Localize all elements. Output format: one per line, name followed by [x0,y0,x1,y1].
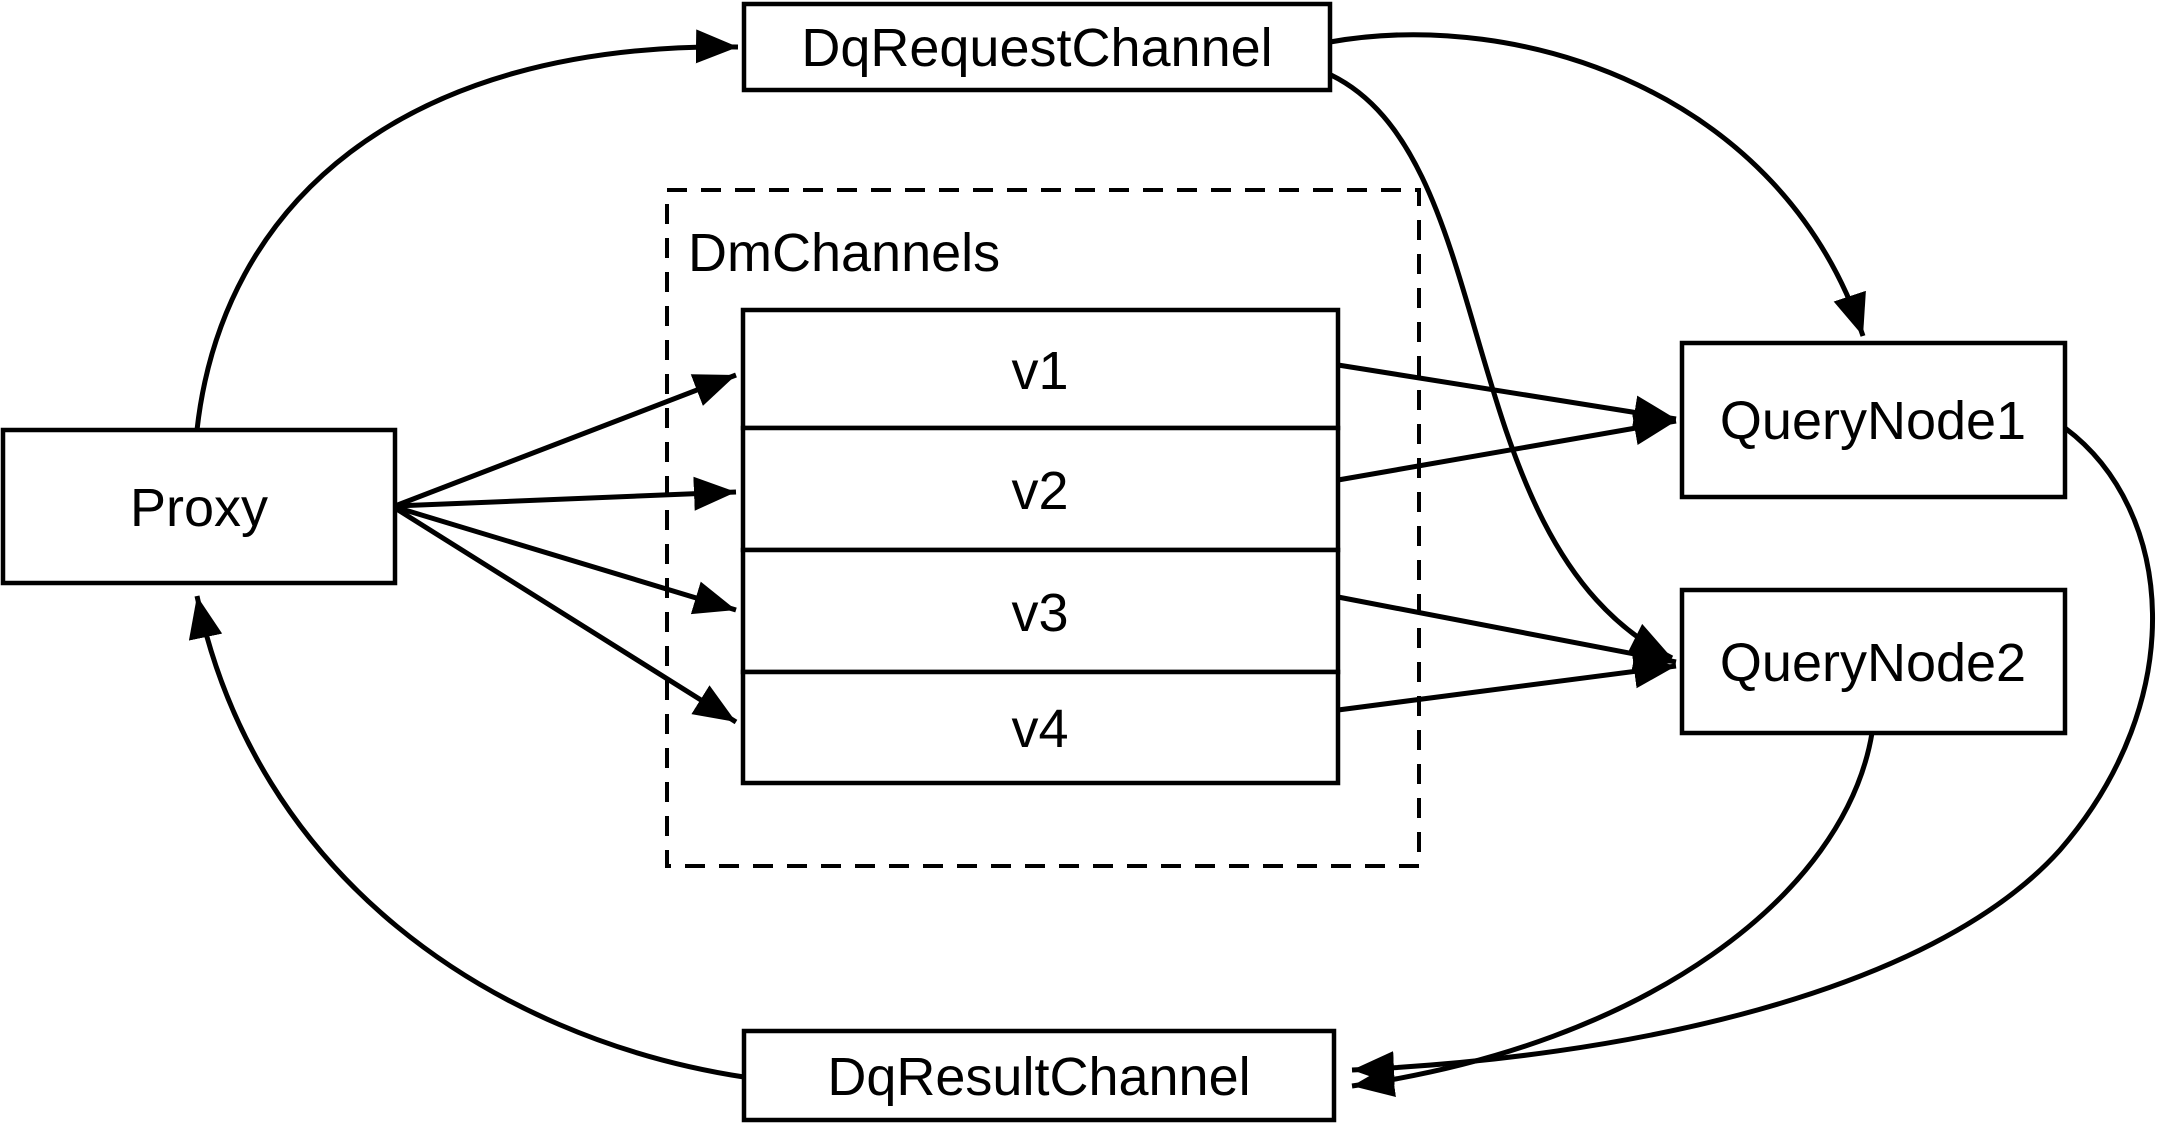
node-dq-request-channel [741,1,1333,93]
edge-proxy-to-v1 [394,372,737,509]
node-query-node2 [1679,587,2068,736]
node-v4 [740,669,1341,786]
node-proxy [0,427,398,586]
edge-v1-to-query-node1 [1337,362,1677,430]
edge-proxy-to-v3 [394,504,737,615]
edge-v3-to-query-node2 [1337,594,1677,671]
dq-request-channel-label: DqRequestChannel [801,18,1272,78]
node-v1 [740,307,1341,431]
edge-query-node2-to-dq-result-channel [1351,732,1875,1097]
container-dm-channels [665,188,1421,868]
dm-channels-label: DmChannels [688,223,1000,283]
v4-label: v4 [1011,699,1068,759]
v1-label: v1 [1011,341,1068,401]
edge-proxy-to-dq-request-channel [194,29,739,431]
edge-dq-result-channel-to-proxy [188,595,745,1080]
query-node1-label: QueryNode1 [1720,391,2026,451]
node-v3 [740,547,1341,675]
edge-v4-to-query-node2 [1337,654,1677,713]
node-dq-result-channel [741,1028,1337,1123]
edge-proxy-to-v2 [394,476,737,511]
edge-proxy-to-v4 [393,505,738,725]
v2-label: v2 [1011,461,1068,521]
dq-result-channel-label: DqResultChannel [827,1047,1250,1107]
node-query-node1 [1679,340,2068,500]
query-node2-label: QueryNode2 [1720,633,2026,693]
v3-label: v3 [1011,583,1068,643]
node-v2 [740,425,1341,553]
edge-dq-request-channel-to-query-node2 [1329,72,1674,661]
edge-dq-request-channel-to-query-node1 [1329,32,1866,337]
edge-v2-to-query-node1 [1337,411,1677,483]
proxy-label: Proxy [130,478,268,538]
edge-query-node1-to-dq-result-channel [1351,425,2155,1086]
